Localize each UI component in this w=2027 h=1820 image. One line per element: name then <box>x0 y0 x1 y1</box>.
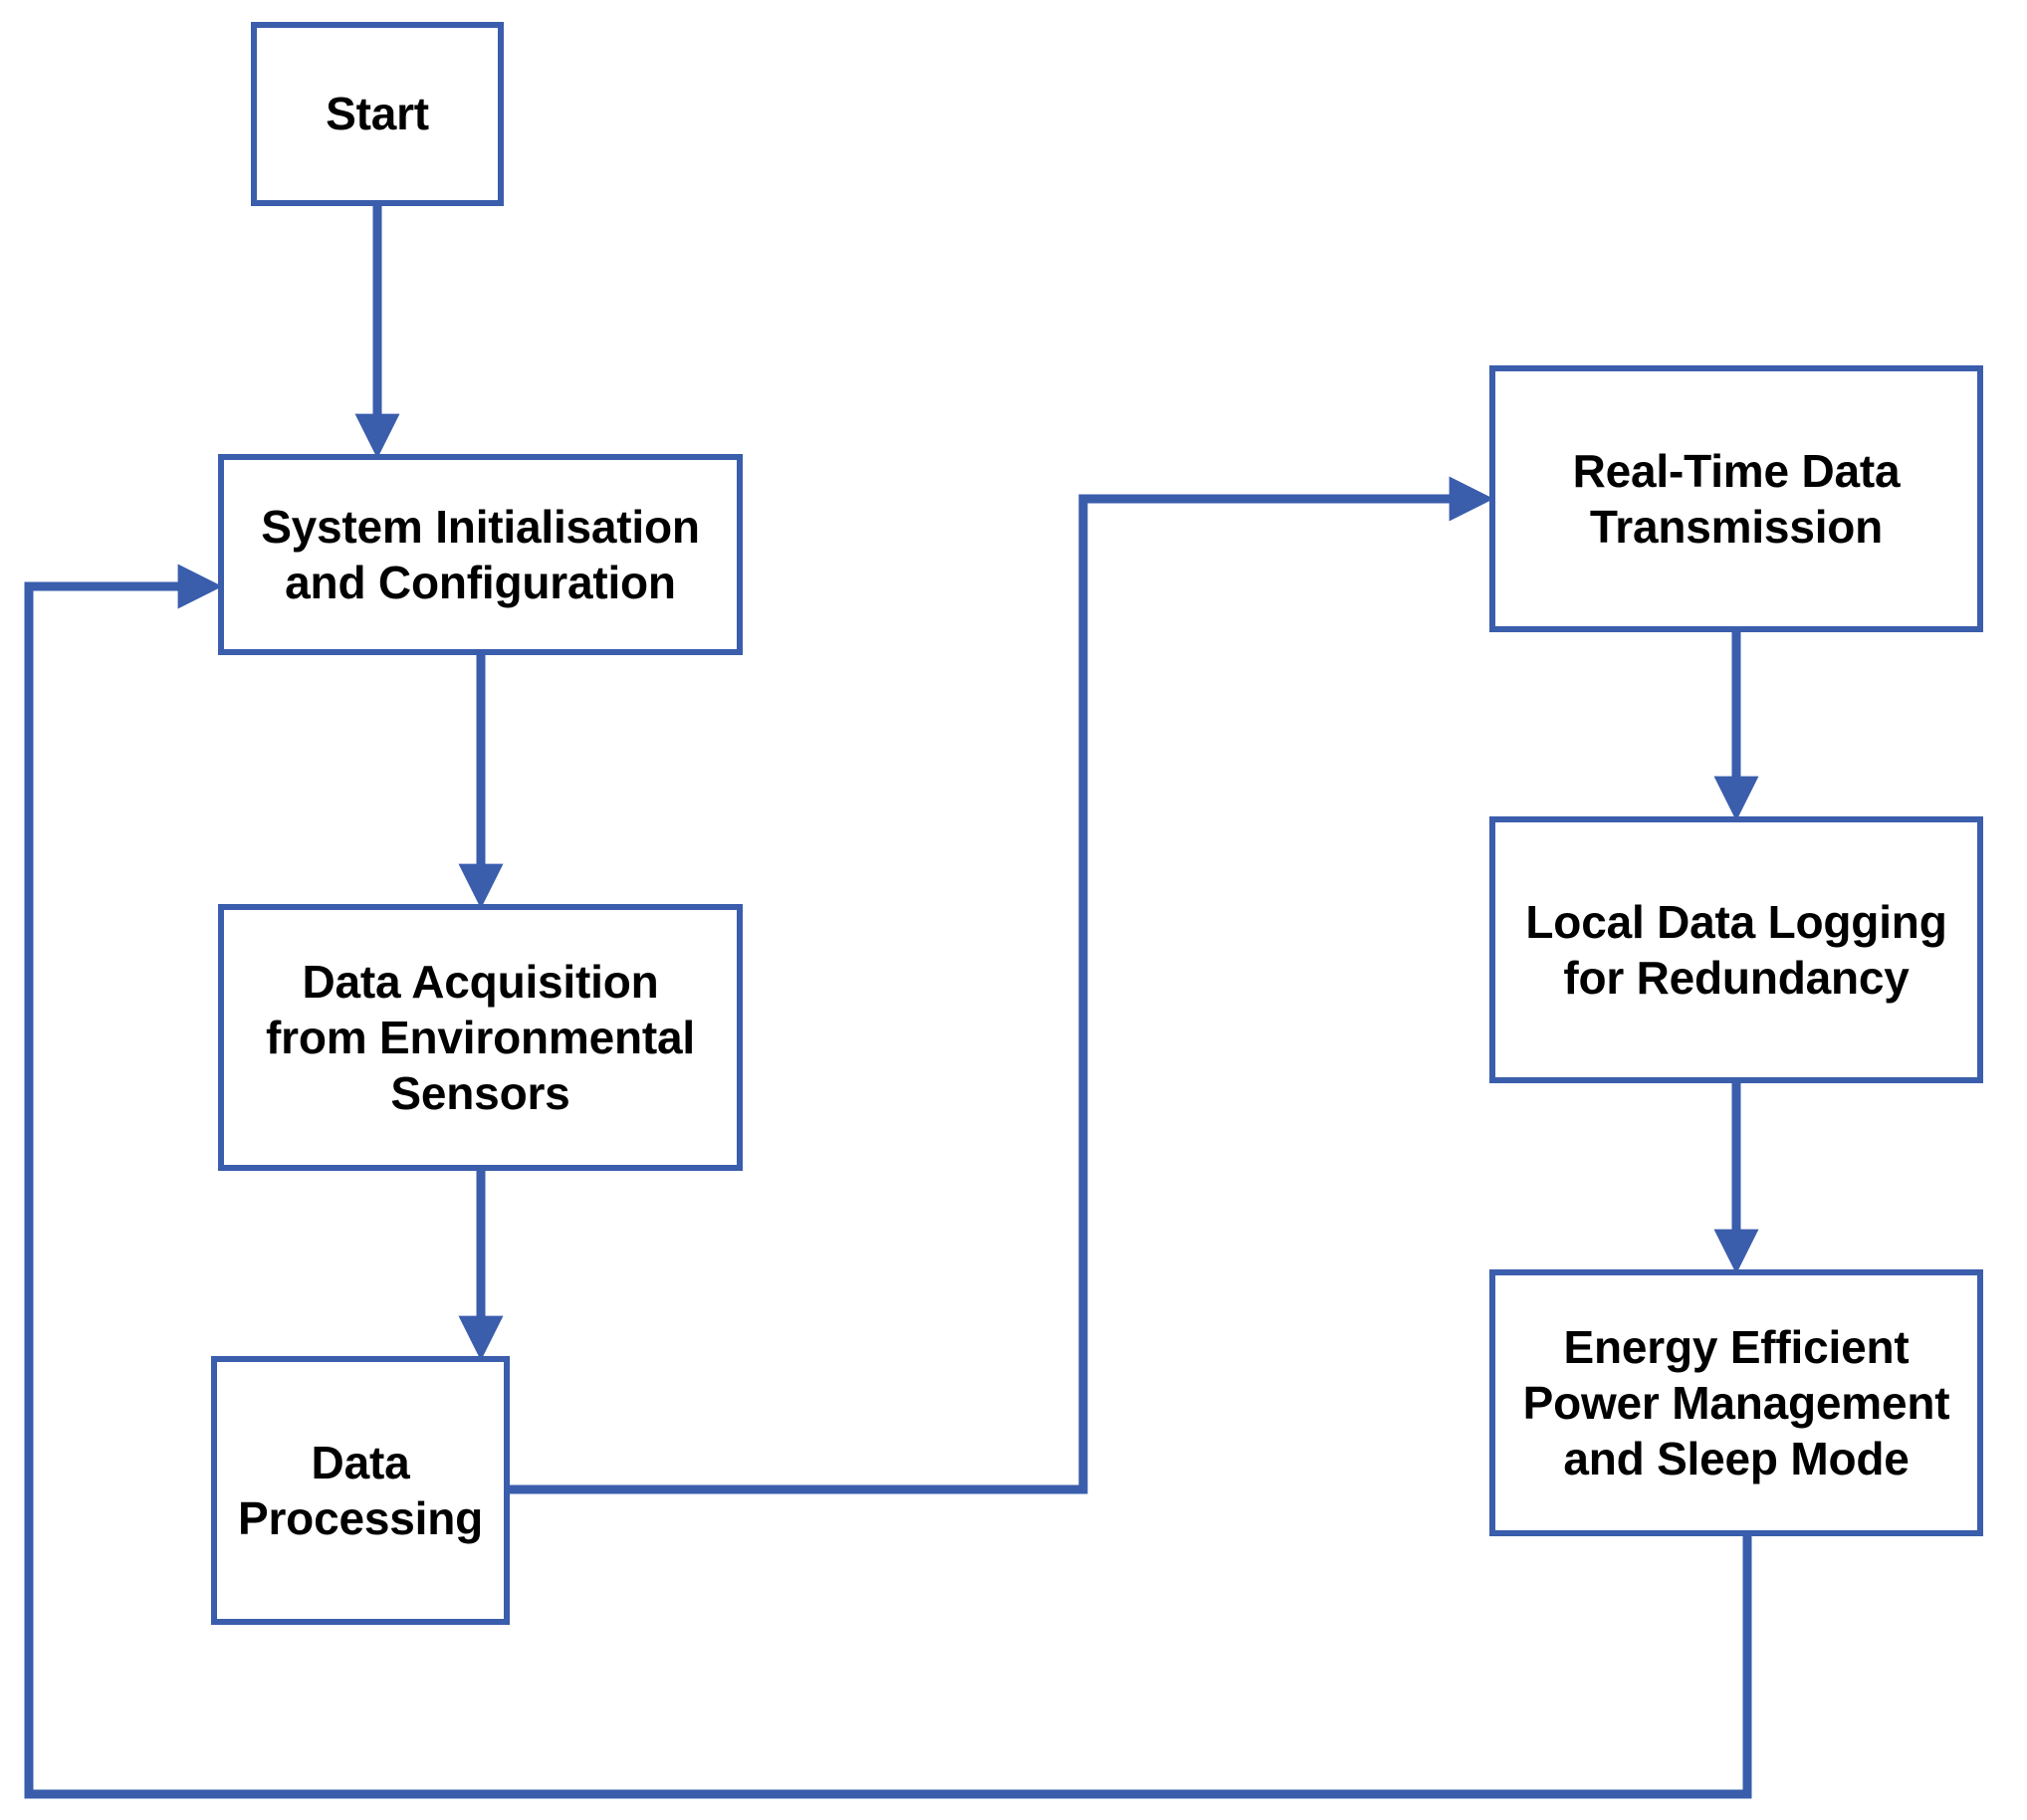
node-data-processing-label: Data Processing <box>238 1436 483 1544</box>
node-data-processing[interactable]: Data Processing <box>211 1356 510 1625</box>
node-local-data-logging-label: Local Data Logging for Redundancy <box>1525 895 1947 1004</box>
node-data-acquisition[interactable]: Data Acquisition from Environmental Sens… <box>218 904 743 1171</box>
node-start[interactable]: Start <box>251 22 504 206</box>
node-power-management-label: Energy Efficient Power Management and Sl… <box>1522 1320 1950 1485</box>
node-start-label: Start <box>326 88 429 140</box>
node-system-initialisation[interactable]: System Initialisation and Configuration <box>218 454 743 655</box>
node-data-acquisition-label: Data Acquisition from Environmental Sens… <box>266 955 695 1120</box>
node-real-time-transmission[interactable]: Real-Time Data Transmission <box>1489 365 1983 632</box>
node-real-time-transmission-label: Real-Time Data Transmission <box>1572 444 1901 553</box>
node-local-data-logging[interactable]: Local Data Logging for Redundancy <box>1489 816 1983 1083</box>
node-system-initialisation-label: System Initialisation and Configuration <box>261 500 700 608</box>
node-power-management[interactable]: Energy Efficient Power Management and Sl… <box>1489 1269 1983 1536</box>
